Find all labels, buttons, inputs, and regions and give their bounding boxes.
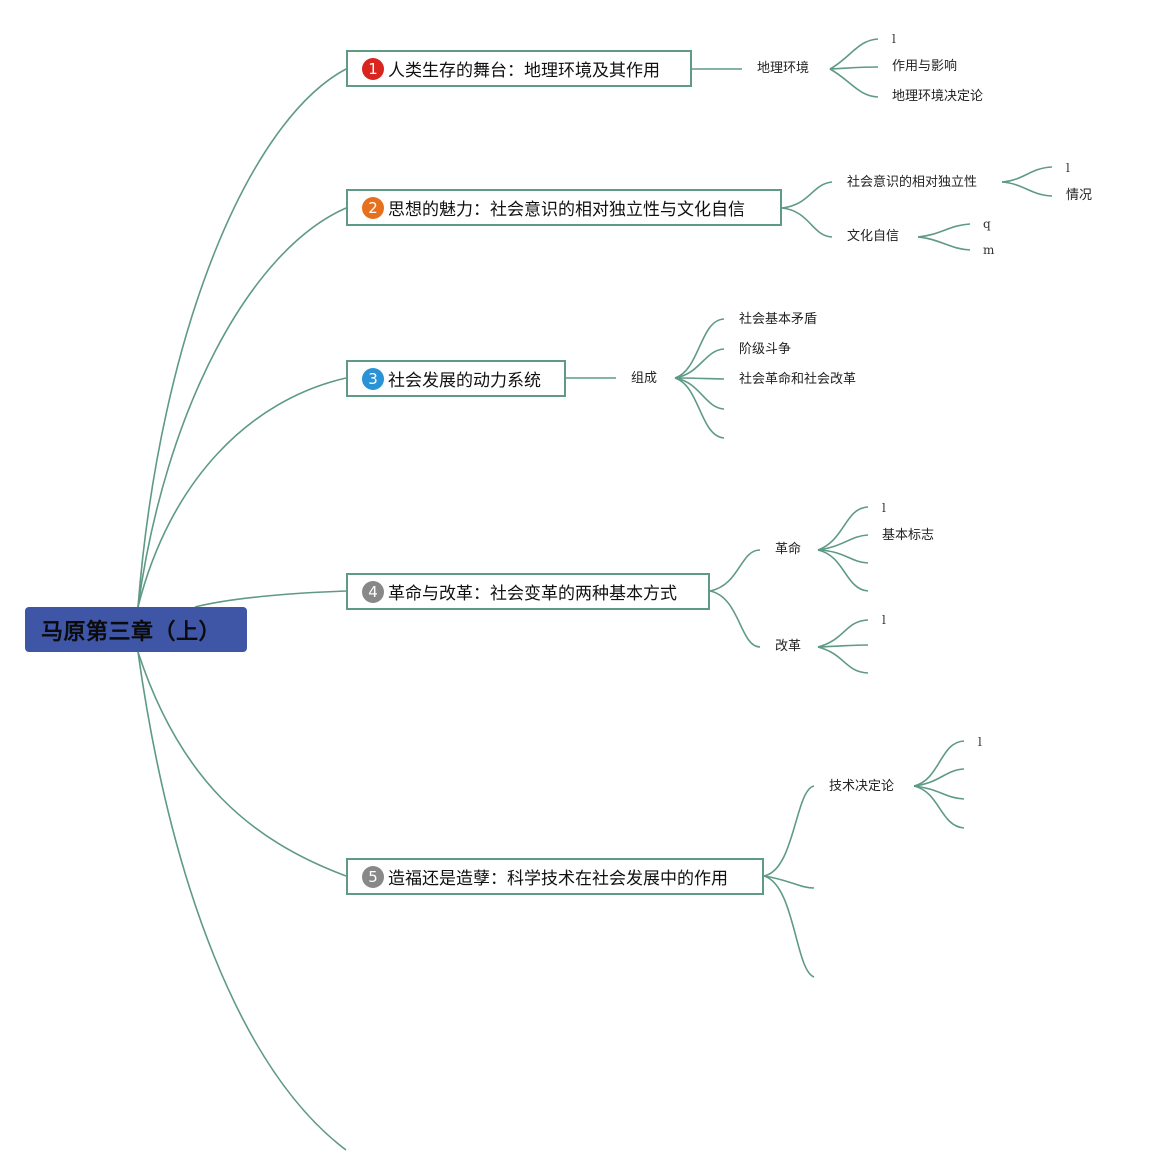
- priority-5-badge-icon: 5: [362, 865, 384, 888]
- branch-1-title: 人类生存的舞台：地理环境及其作用: [388, 61, 660, 81]
- subtopic-xiangdui-dulixing[interactable]: 社会意识的相对独立性: [847, 175, 978, 190]
- link-b3-leaf1: [674, 318, 725, 379]
- leaf-b5-l[interactable]: l: [978, 735, 982, 749]
- link-b5s1-leaf1: [913, 740, 965, 787]
- link-b4s1-leaf3: [817, 549, 869, 564]
- branch-4[interactable]: 4 革命与改革：社会变革的两种基本方式: [346, 573, 710, 610]
- priority-1-badge-icon: 1: [362, 57, 384, 80]
- branch-5-title: 造福还是造孽：科学技术在社会发展中的作用: [388, 869, 728, 889]
- leaf-m[interactable]: m: [983, 243, 995, 257]
- branch-3[interactable]: 3 社会发展的动力系统: [346, 360, 566, 397]
- link-b5s1-leaf2: [913, 768, 965, 787]
- link-b2-sub1: [781, 181, 833, 209]
- link-b3-leaf3: [674, 377, 725, 380]
- link-b4s2-leaf3: [817, 646, 869, 674]
- link-root-b1: [137, 68, 347, 608]
- priority-3-badge-icon: 3: [362, 367, 384, 390]
- link-b2-sub2: [781, 207, 833, 238]
- link-b4-sub1: [709, 549, 761, 592]
- leaf-shehui-jiben-maodun[interactable]: 社会基本矛盾: [739, 312, 818, 327]
- link-root-b4: [194, 590, 347, 608]
- leaf-jiben-biaozhi[interactable]: 基本标志: [882, 528, 935, 543]
- subtopic-jishu-juedinglun[interactable]: 技术决定论: [829, 779, 895, 794]
- leaf-b4-gaige-l[interactable]: l: [882, 613, 886, 627]
- leaf-zuoyong-yingxiang[interactable]: 作用与影响: [892, 59, 958, 74]
- leaf-shehui-geming-gaige[interactable]: 社会革命和社会改革: [739, 372, 857, 387]
- link-b4s1-leaf1: [817, 506, 869, 551]
- branch-4-title: 革命与改革：社会变革的两种基本方式: [388, 584, 677, 604]
- link-b2s1-leaf1: [1001, 166, 1053, 183]
- priority-4-badge-icon: 4: [362, 580, 384, 603]
- leaf-jieji-douzheng[interactable]: 阶级斗争: [739, 342, 792, 357]
- link-b4s2-leaf1: [817, 619, 869, 648]
- root-topic-title: 马原第三章（上）: [41, 619, 222, 645]
- subtopic-zucheng[interactable]: 组成: [631, 371, 658, 386]
- link-b2s2-leaf1: [917, 223, 971, 238]
- leaf-dili-juedinglun[interactable]: 地理环境决定论: [892, 89, 984, 104]
- leaf-qingkuang[interactable]: 情况: [1066, 188, 1093, 203]
- link-b5-sub2: [763, 875, 815, 889]
- root-topic[interactable]: 马原第三章（上）: [25, 607, 247, 652]
- link-b5-sub1: [763, 785, 815, 877]
- leaf-b2-l[interactable]: l: [1066, 161, 1070, 175]
- link-b3-leaf2: [674, 348, 725, 379]
- link-b4s1-leaf4: [817, 549, 869, 592]
- link-b2s1-leaf2: [1001, 181, 1053, 197]
- link-root-b6: [137, 651, 347, 1151]
- subtopic-wenhua-zixin[interactable]: 文化自信: [847, 229, 900, 244]
- link-b1-leaf3: [829, 68, 879, 98]
- link-b1-leaf1: [829, 38, 879, 70]
- link-b5-sub3: [763, 875, 815, 978]
- subtopic-gaige[interactable]: 改革: [775, 639, 802, 654]
- link-b3-leaf5: [674, 377, 725, 439]
- branch-2-title: 思想的魅力：社会意识的相对独立性与文化自信: [388, 200, 745, 220]
- link-b4-sub2: [709, 590, 761, 648]
- subtopic-dili-huanjing[interactable]: 地理环境: [757, 61, 810, 76]
- link-b4s2-leaf2: [817, 644, 869, 648]
- link-b5s1-leaf3: [913, 785, 965, 800]
- link-b1-leaf2: [829, 66, 879, 70]
- branch-5[interactable]: 5 造福还是造孽：科学技术在社会发展中的作用: [346, 858, 764, 895]
- leaf-b1-l[interactable]: l: [892, 32, 896, 46]
- branch-1[interactable]: 1 人类生存的舞台：地理环境及其作用: [346, 50, 692, 87]
- link-b2s2-leaf2: [917, 236, 971, 251]
- link-b3-leaf4: [674, 377, 725, 410]
- priority-2-badge-icon: 2: [362, 196, 384, 219]
- link-b4s1-leaf2: [817, 534, 869, 551]
- leaf-q[interactable]: q: [983, 217, 991, 231]
- link-b5s1-leaf4: [913, 785, 965, 829]
- subtopic-geming[interactable]: 革命: [775, 542, 802, 557]
- link-root-b3: [137, 377, 347, 608]
- branch-2[interactable]: 2 思想的魅力：社会意识的相对独立性与文化自信: [346, 189, 782, 226]
- branch-3-title: 社会发展的动力系统: [388, 371, 541, 391]
- leaf-b4-geming-l[interactable]: l: [882, 501, 886, 515]
- link-root-b5: [137, 651, 347, 877]
- link-root-b2: [137, 207, 347, 608]
